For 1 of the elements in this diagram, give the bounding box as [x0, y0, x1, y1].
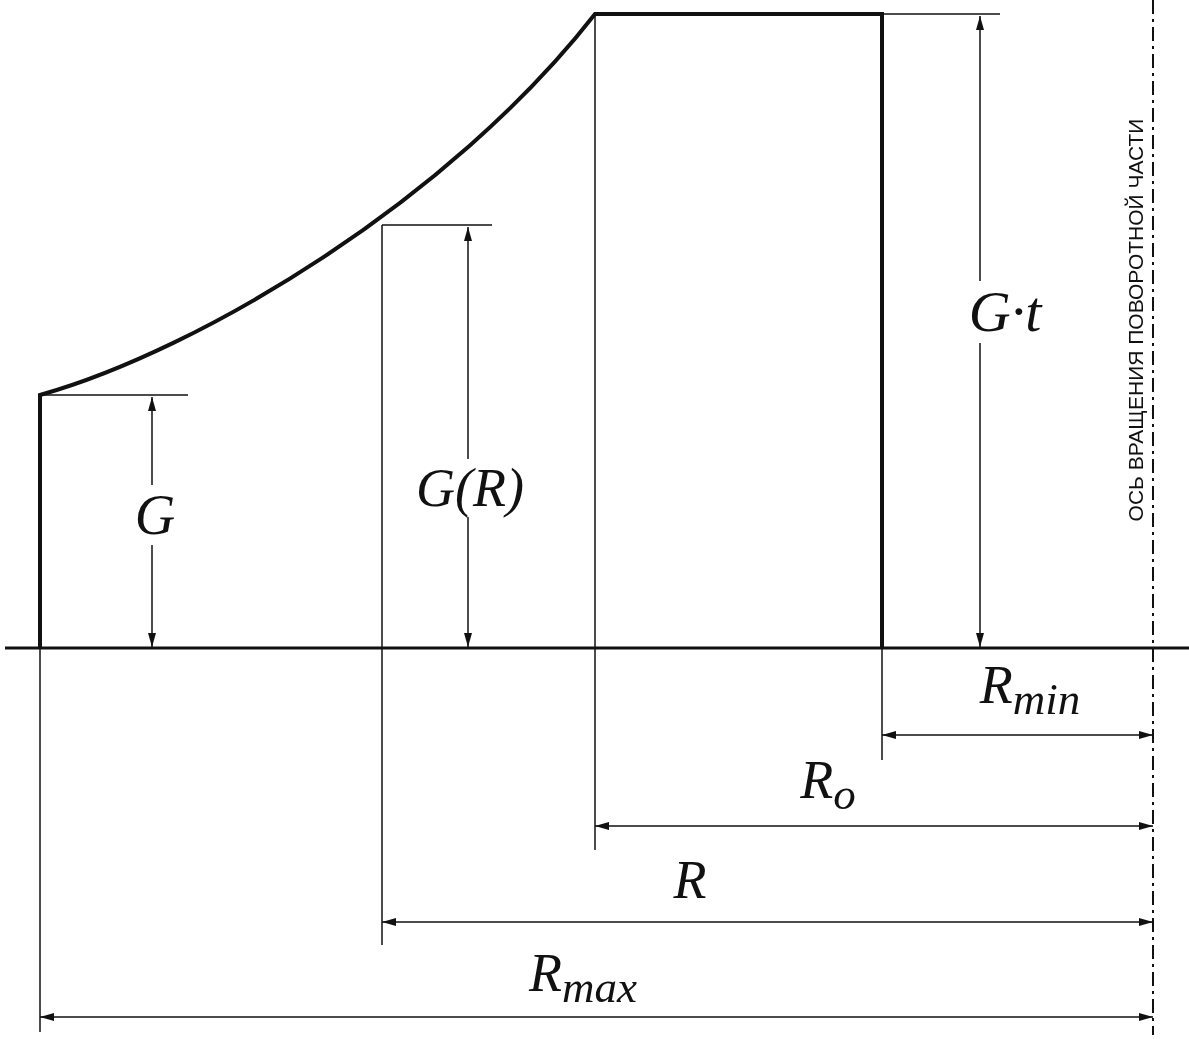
- axis-label: ОСЬ ВРАЩЕНИЯ ПОВОРОТНОЙ ЧАСТИ: [1124, 118, 1146, 522]
